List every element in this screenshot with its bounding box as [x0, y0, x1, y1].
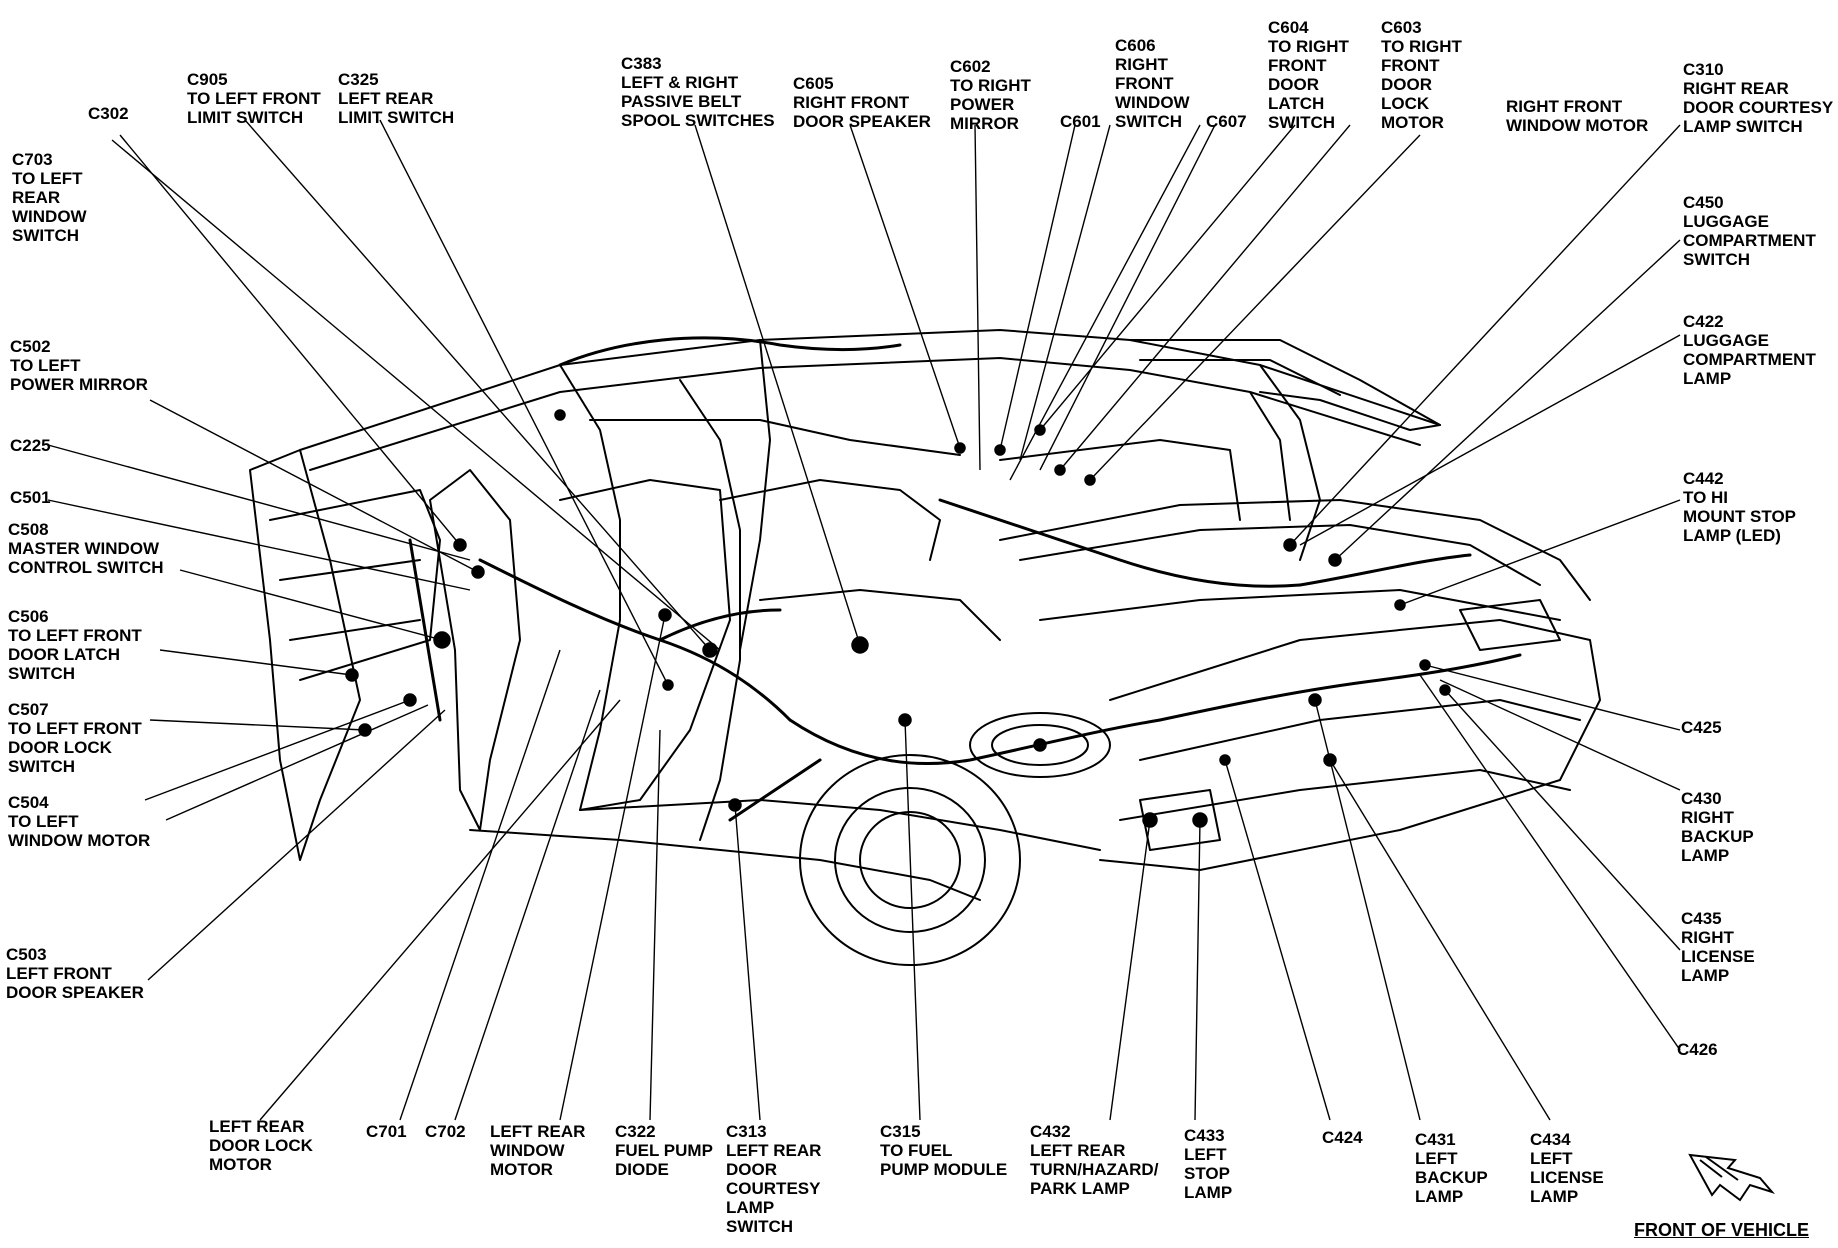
label-c302: C302	[88, 104, 129, 123]
label-c506: C506 TO LEFT FRONT DOOR LATCH SWITCH	[8, 607, 142, 683]
label-c322: C322 FUEL PUMP DIODE	[615, 1122, 713, 1179]
front-of-vehicle-label: FRONT OF VEHICLE	[1634, 1220, 1809, 1240]
label-c432: C432 LEFT REAR TURN/HAZARD/ PARK LAMP	[1030, 1122, 1159, 1198]
label-c501: C501	[10, 488, 51, 507]
label-c383: C383 LEFT & RIGHT PASSIVE BELT SPOOL SWI…	[621, 54, 775, 130]
label-c225: C225	[10, 436, 51, 455]
label-c604: C604 TO RIGHT FRONT DOOR LATCH SWITCH	[1268, 18, 1349, 132]
callout-leaders	[47, 119, 1681, 1121]
label-right-front-window-motor: RIGHT FRONT WINDOW MOTOR	[1506, 97, 1649, 135]
label-c433: C433 LEFT STOP LAMP	[1184, 1126, 1233, 1202]
label-c315: C315 TO FUEL PUMP MODULE	[880, 1122, 1008, 1179]
label-c602: C602 TO RIGHT POWER MIRROR	[950, 57, 1031, 133]
label-c601: C601	[1060, 112, 1101, 131]
label-c435: C435 RIGHT LICENSE LAMP	[1681, 909, 1755, 985]
label-c450: C450 LUGGAGE COMPARTMENT SWITCH	[1683, 193, 1816, 269]
label-c502: C502 TO LEFT POWER MIRROR	[10, 337, 148, 394]
label-c504: C504 TO LEFT WINDOW MOTOR	[8, 793, 151, 850]
label-c508: C508 MASTER WINDOW CONTROL SWITCH	[8, 520, 164, 577]
label-c425: C425	[1681, 718, 1722, 737]
label-c325: C325 LEFT REAR LIMIT SWITCH	[338, 70, 455, 127]
label-c603: C603 TO RIGHT FRONT DOOR LOCK MOTOR	[1381, 18, 1462, 132]
front-direction-arrow-icon	[1688, 1153, 1776, 1202]
label-left-rear-door-lock-motor: LEFT REAR DOOR LOCK MOTOR	[209, 1117, 313, 1174]
label-c503: C503 LEFT FRONT DOOR SPEAKER	[6, 945, 144, 1002]
label-c701: C701	[366, 1122, 407, 1141]
label-c434: C434 LEFT LICENSE LAMP	[1530, 1130, 1604, 1206]
label-c702: C702	[425, 1122, 466, 1141]
vehicle-outline	[249, 329, 1601, 966]
label-c507: C507 TO LEFT FRONT DOOR LOCK SWITCH	[8, 700, 142, 776]
label-c426: C426	[1677, 1040, 1718, 1059]
label-c442: C442 TO HI MOUNT STOP LAMP (LED)	[1683, 469, 1797, 545]
label-c430: C430 RIGHT BACKUP LAMP	[1681, 789, 1754, 865]
label-c431: C431 LEFT BACKUP LAMP	[1415, 1130, 1488, 1206]
label-c606: C606 RIGHT FRONT WINDOW SWITCH	[1115, 36, 1190, 131]
label-c310: C310 RIGHT REAR DOOR COURTESY LAMP SWITC…	[1683, 60, 1834, 136]
label-c703: C703 TO LEFT REAR WINDOW SWITCH	[12, 150, 87, 245]
label-c607: C607	[1206, 112, 1247, 131]
label-c422: C422 LUGGAGE COMPARTMENT LAMP	[1683, 312, 1816, 388]
label-c605: C605 RIGHT FRONT DOOR SPEAKER	[793, 74, 931, 131]
label-c424: C424	[1322, 1128, 1363, 1147]
label-c905: C905 TO LEFT FRONT LIMIT SWITCH	[187, 70, 321, 127]
label-left-rear-window-motor: LEFT REAR WINDOW MOTOR	[490, 1122, 586, 1179]
label-c313: C313 LEFT REAR DOOR COURTESY LAMP SWITCH	[726, 1122, 822, 1236]
